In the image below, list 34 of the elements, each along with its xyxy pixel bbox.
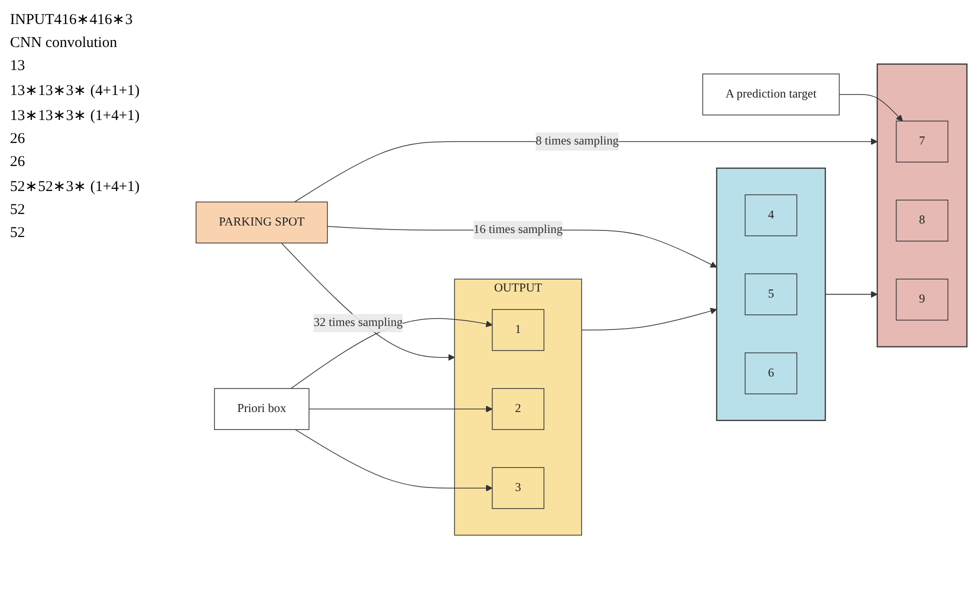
node-box: 4 (744, 194, 798, 237)
dimension-label: 52 (10, 202, 26, 219)
arrow (838, 94, 903, 122)
edge-label: 16 times sampling (474, 224, 563, 237)
edge-label: 32 times sampling (314, 316, 403, 330)
cluster (876, 64, 968, 348)
dimension-label: 26 (10, 131, 26, 148)
arrow (308, 406, 493, 413)
node-box: PARKING SPOT (196, 202, 328, 244)
node-box: 1 (492, 310, 544, 352)
dimension-label: 13 (10, 58, 26, 75)
node-box: A prediction target (702, 74, 840, 116)
node-box: Priori box (214, 388, 310, 430)
dimension-label: 52 (10, 225, 26, 242)
node-box: 2 (492, 388, 544, 430)
node-box: 6 (744, 352, 798, 395)
dimension-label: INPUT416∗416∗3 (10, 11, 134, 29)
arrow (281, 243, 455, 362)
cluster (716, 168, 826, 422)
dimension-label: CNN convolution (10, 35, 118, 52)
arrow (290, 318, 493, 390)
dimension-label: 26 (10, 154, 26, 171)
edge-label: 8 times sampling (536, 135, 619, 148)
node-box: 3 (492, 468, 544, 510)
dimension-label: 13∗13∗3∗ (1+4+1) (10, 107, 141, 125)
arrow (294, 430, 493, 492)
arrow (824, 291, 878, 298)
node-box: 5 (744, 274, 798, 316)
arrow (581, 308, 717, 331)
node-box: 7 (896, 121, 948, 163)
dimension-label: 52∗52∗3∗ (1+4+1) (10, 178, 141, 196)
node-box: 8 (896, 200, 948, 242)
dimension-label: 13∗13∗3∗ (4+1+1) (10, 82, 141, 100)
node-box: 9 (896, 279, 948, 321)
